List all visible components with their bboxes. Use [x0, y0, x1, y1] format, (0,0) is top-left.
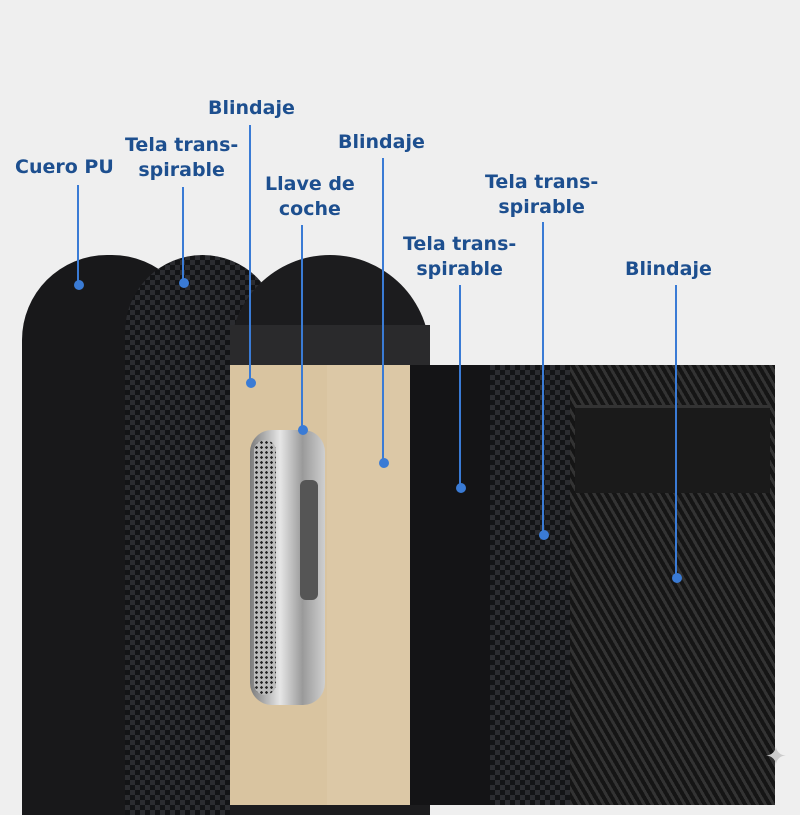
beige-lining-right [327, 365, 412, 805]
velcro-strap [575, 405, 770, 493]
label-blindaje-2: Blindaje [338, 131, 425, 153]
marker-dot [456, 483, 466, 493]
fabric-panel [490, 365, 572, 805]
marker-dot [246, 378, 256, 388]
label-blindaje-3: Blindaje [625, 258, 712, 280]
marker-dot [298, 425, 308, 435]
label-tela-3: Tela trans- spirable [403, 233, 517, 280]
marker-dot [539, 530, 549, 540]
black-shielding-panel [410, 365, 492, 805]
label-blindaje-1: Blindaje [208, 97, 295, 119]
label-tela-2: Tela trans- spirable [485, 171, 599, 218]
car-key-image [250, 430, 325, 705]
sparkle-icon: ✦ [765, 742, 787, 772]
marker-dot [74, 280, 84, 290]
pocket-flap [230, 325, 430, 365]
marker-dot [672, 573, 682, 583]
label-llave: Llave de coche [265, 173, 355, 220]
label-cuero-pu: Cuero PU [15, 156, 114, 178]
marker-dot [179, 278, 189, 288]
label-tela-1: Tela trans- spirable [125, 134, 239, 181]
marker-dot [379, 458, 389, 468]
